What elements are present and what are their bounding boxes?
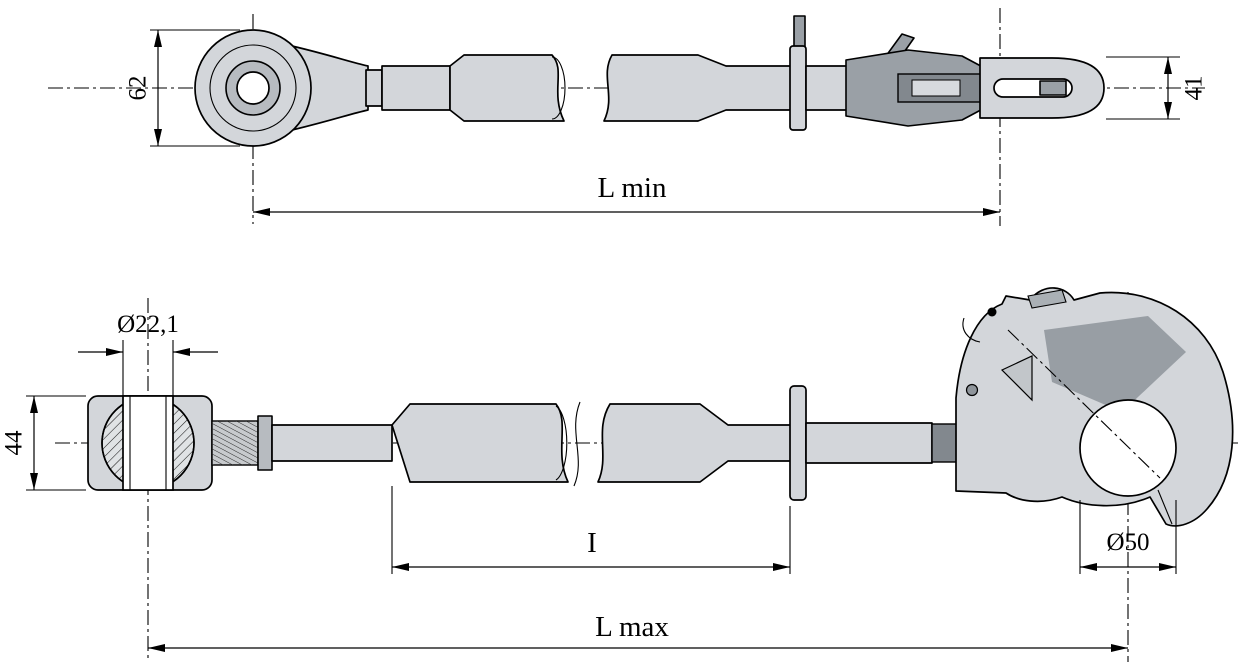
rod-right-top-view: [805, 65, 853, 111]
flat-end-top-view: [979, 57, 1105, 119]
thread-hatch: [212, 421, 258, 465]
tube-right-bottom-view: [597, 403, 793, 483]
rod-left-top-view: [381, 65, 451, 111]
hook-nut: [931, 423, 959, 463]
latch-spring-arc: [962, 317, 981, 343]
eye-bore-section: [122, 395, 174, 491]
dimension-l-min: L min: [253, 172, 1000, 216]
bottom-view: Ø22,1 44 I Ø50 L max: [1, 287, 1238, 662]
dim-label-end-height: 41: [1181, 76, 1208, 101]
flange-top-view: [789, 45, 807, 131]
dimension-41: 41: [1106, 56, 1208, 120]
rod-left-bottom-view: [271, 424, 393, 462]
dim-label-ball-width: 44: [1, 430, 28, 456]
hook-mouth: [1079, 399, 1177, 497]
hook-bolt: [965, 383, 979, 397]
dimension-62: 62: [125, 29, 240, 147]
dimension-l-max: L max: [148, 611, 1128, 652]
dim-label-length-max: L max: [595, 611, 669, 643]
hook-shaded-area: [1044, 316, 1186, 412]
dimension-bore: Ø22,1: [78, 311, 218, 400]
flange-bottom-view: [789, 385, 807, 501]
top-view: 62 41 L min: [48, 8, 1208, 226]
flat-end-pin: [1039, 80, 1067, 96]
quick-release-hook: [955, 287, 1234, 527]
dim-label-hook-diameter: Ø50: [1106, 529, 1149, 556]
eye-ring: [209, 44, 297, 132]
eye-step: [365, 69, 383, 107]
threaded-stud: [211, 415, 273, 471]
tube-left-top-view: [449, 54, 565, 122]
thread-collar: [257, 415, 273, 471]
tube-break-ellipse-bottom: [555, 405, 568, 481]
dim-label-length-min: L min: [597, 172, 667, 204]
hook-tip-slit: [1157, 489, 1173, 525]
latch-diagonal-centerline: [1007, 329, 1161, 479]
hook-triangle-detail: [1000, 355, 1033, 402]
dimension-i: I: [391, 486, 791, 574]
dimension-hook-diameter: Ø50: [1079, 500, 1177, 574]
tube-left-bottom-view: [391, 403, 569, 483]
eye-bore: [236, 71, 270, 105]
ball-eye-section: [87, 395, 213, 491]
lock-lever-top-view: [793, 15, 806, 51]
dim-label-bore-diameter: Ø22,1: [117, 311, 179, 338]
dimension-44: 44: [1, 395, 86, 491]
fork-slot: [911, 79, 961, 97]
latch-pivot-dot: [987, 307, 997, 317]
tube-right-top-view: [603, 54, 793, 122]
break-sliver-line: [573, 401, 581, 487]
coupler-fork-top-view: [845, 33, 993, 127]
dim-label-adjust-length: I: [587, 527, 597, 559]
ball-eye-top-view: [194, 29, 383, 147]
latch-plate: [1027, 289, 1067, 309]
dim-label-eye-diameter: 62: [125, 76, 152, 101]
tube-break-ellipse-top: [551, 56, 566, 120]
rod-right-bottom-view: [805, 422, 933, 464]
eye-neck: [291, 45, 369, 131]
